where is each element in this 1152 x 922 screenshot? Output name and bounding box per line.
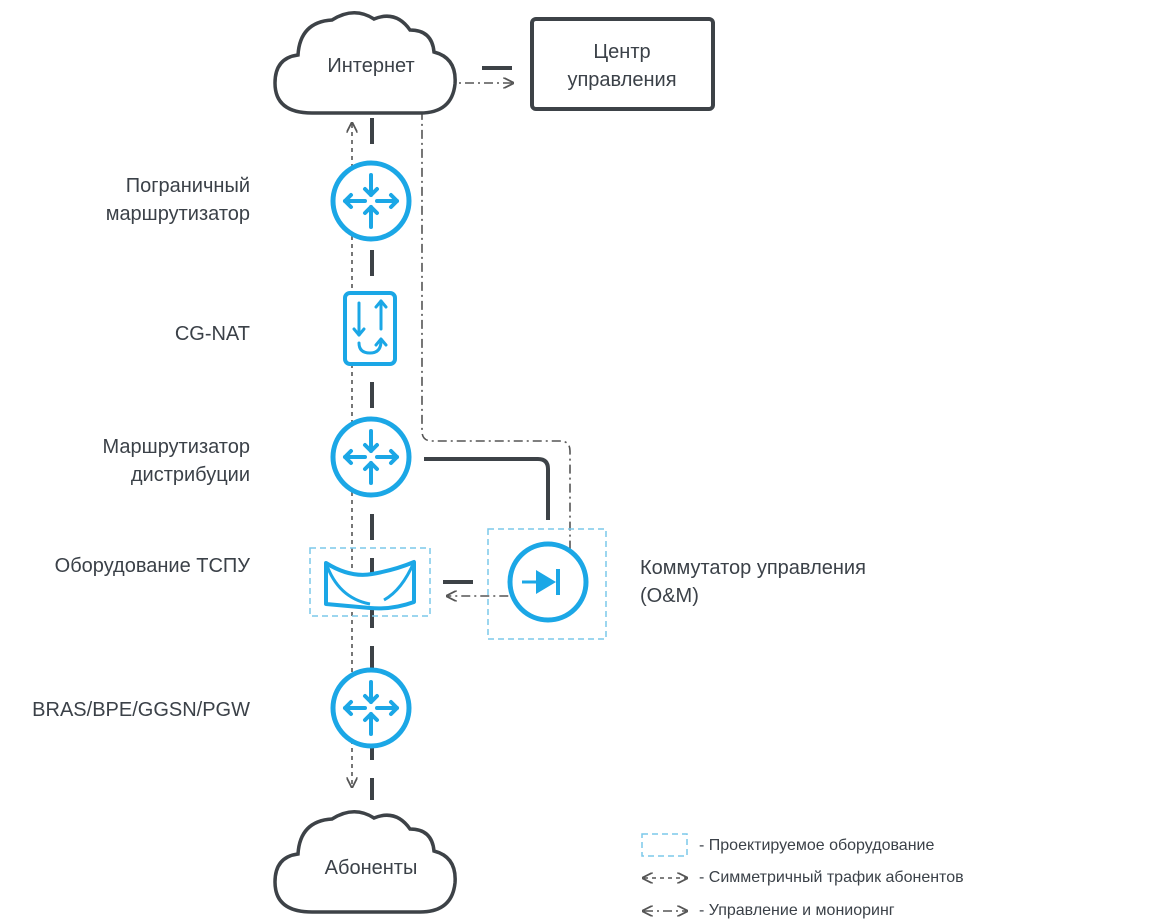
distribution-switch-link: [424, 457, 550, 520]
dpi-icon: [324, 560, 416, 611]
legend-symmetric-text: - Симметричный трафик абонентов: [699, 869, 964, 886]
legend-designed-text: - Проектируемое оборудование: [699, 837, 935, 854]
management-switch-label: Коммутатор управления (O&M): [640, 557, 866, 607]
cloud-icon: [273, 810, 457, 914]
switch-icon: [507, 541, 589, 623]
router-icon: [330, 160, 412, 242]
legend-designed-swatch: [641, 833, 688, 857]
router-icon: [330, 416, 412, 498]
cgnat-label: CG-NAT: [174, 323, 250, 345]
legend-management-text: - Управление и мониоринг: [699, 902, 895, 919]
nat-icon: [343, 291, 397, 366]
control-center-label: Центр управления: [567, 41, 677, 91]
distribution-router-label: Маршрутизатор дистрибуции: [102, 436, 250, 486]
bras-label: BRAS/BPE/GGSN/PGW: [32, 699, 250, 721]
control-center-box: [530, 17, 715, 111]
tspu-designed-frame: [309, 547, 431, 617]
tspu-label: Оборудование ТСПУ: [54, 555, 250, 577]
subscribers-label: Абоненты: [324, 857, 418, 879]
border-router-label: Пограничный маршрутизатор: [105, 175, 250, 225]
internet-label: Интернет: [327, 55, 415, 77]
router-icon: [330, 667, 412, 749]
cloud-icon: [273, 11, 457, 115]
switch-designed-frame: [487, 528, 607, 640]
